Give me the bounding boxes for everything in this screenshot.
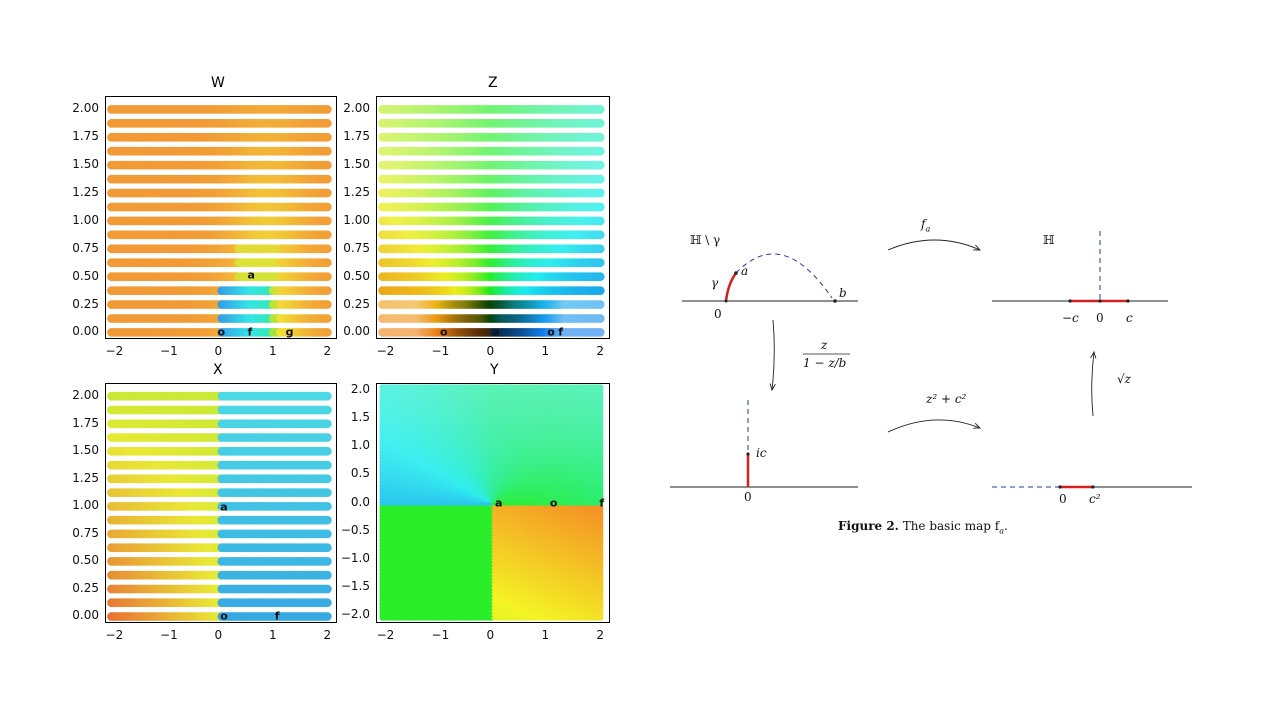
point-label: o [218,325,226,338]
plot-point [322,584,332,594]
point-label: o [547,325,555,338]
plot-point [322,543,332,553]
panel-title-z: Z [488,75,498,91]
plot-point [322,515,332,525]
plot-point [322,598,332,608]
plot-point [322,557,332,566]
panel-title-w: W [211,75,225,91]
plot-point [595,216,605,226]
plot-point [322,391,332,401]
plot-point [322,433,332,442]
point-label: a [220,500,227,513]
plot-point [322,258,332,268]
point-label: a [492,325,499,338]
plot-point [322,174,332,184]
plot-point [322,300,332,309]
plot-point [595,202,605,212]
panel-title-y: Y [490,362,499,378]
plot-point [595,132,605,142]
point-label: o [220,609,228,622]
plot-point [322,328,332,337]
point-label: a [248,268,255,281]
plot-point [322,502,332,511]
point-label: f [275,609,280,622]
plot-point [322,446,332,456]
plot-point [322,474,332,484]
panel-title-x: X [213,362,223,378]
plot-point [322,612,332,621]
plot-point [595,118,605,128]
plot-point [322,488,332,497]
point-label: f [248,325,253,338]
plot-point [322,105,332,114]
plot-point [595,244,605,254]
plot-point [322,529,332,539]
plot-point [322,230,332,240]
plot-point [322,160,332,170]
plot-point [322,460,332,470]
point-label: g [286,325,294,338]
plot-point [322,244,332,254]
plot-point [595,230,605,240]
plot-point [322,419,332,429]
point-label: o [440,325,448,338]
plot-point [595,146,605,156]
plot-point [322,118,332,128]
plot-point [322,202,332,212]
plot-x: a o f [105,383,337,623]
plot-point [322,188,332,198]
plot-point [595,258,605,268]
plot-point [322,286,332,295]
plot-point [322,272,332,282]
plot-point [595,272,605,282]
plot-point [595,174,605,184]
plot-point [595,188,605,198]
plot-point [322,314,332,323]
point-label: f [558,325,563,338]
plot-point [322,405,332,415]
plot-point [595,286,605,295]
plot-point [595,314,605,323]
plot-point [322,132,332,142]
plot-point [322,146,332,156]
plot-point [595,160,605,170]
plot-point [595,328,605,337]
plot-point [322,570,332,580]
plot-point [595,105,605,114]
plot-point [595,300,605,309]
plot-w: a o f g [105,96,337,339]
plot-point [322,216,332,226]
